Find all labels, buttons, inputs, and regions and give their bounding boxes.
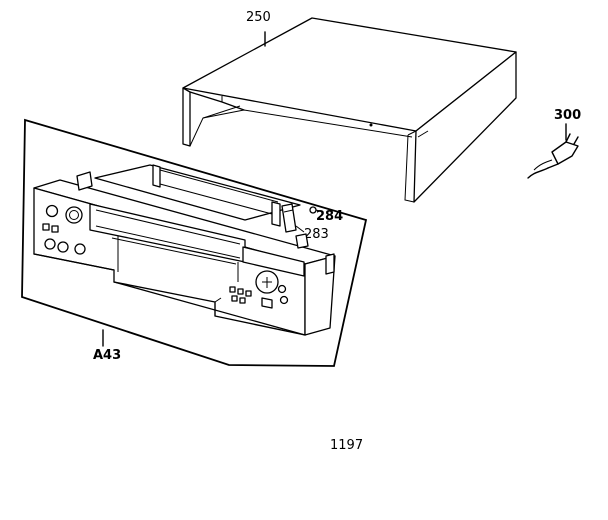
- bracket-part: [281, 203, 297, 233]
- assembly-outline: A43: [21, 118, 368, 367]
- right-controls: [229, 246, 305, 309]
- power-cord: 300: [527, 108, 581, 179]
- chassis-frame: 284 283: [94, 164, 343, 242]
- power-plug-icon: [527, 133, 579, 179]
- front-panel: [33, 171, 336, 336]
- page-code: 1197: [330, 438, 363, 453]
- left-round-button-2: [57, 241, 69, 253]
- left-top-button: [45, 204, 59, 218]
- left-round-button-3: [74, 243, 86, 255]
- front-assembly-label: A43: [93, 348, 121, 363]
- screw-part: [309, 206, 324, 214]
- left-small-button: [42, 223, 50, 231]
- bracket-part-number: 283: [304, 227, 329, 242]
- top-cover: 250: [182, 10, 517, 203]
- left-controls: [42, 204, 86, 255]
- screw-part-number: 284: [316, 209, 343, 224]
- cover-part-number: 250: [246, 10, 271, 25]
- right-small-window: [261, 297, 273, 309]
- power-cord-part-number: 300: [554, 108, 581, 123]
- left-large-knob: [65, 206, 83, 224]
- left-round-button-1: [44, 238, 56, 250]
